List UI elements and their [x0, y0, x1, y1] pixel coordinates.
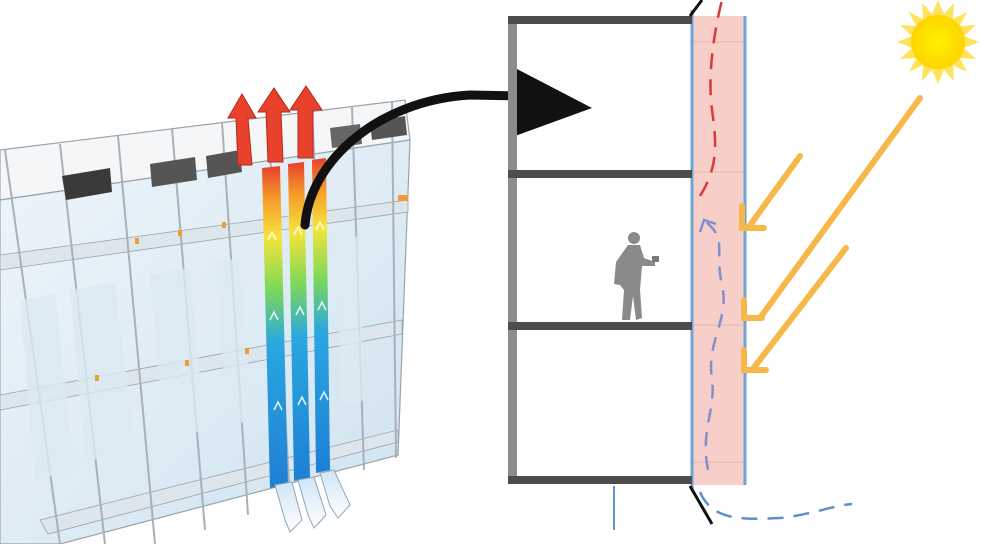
- intake-air-flow: [698, 491, 853, 521]
- exhaust-arrows: [227, 85, 323, 166]
- structural-column: [508, 16, 517, 484]
- exhaust-arrow-icon: [227, 93, 257, 166]
- curved-arrow-icon: [300, 68, 592, 230]
- floor-slab: [508, 170, 692, 178]
- solar-rays: [739, 95, 923, 373]
- facade-brackets: [95, 195, 408, 381]
- facade-vents: [62, 116, 407, 200]
- floor-slabs: [508, 16, 692, 484]
- floor-slab: [508, 16, 692, 24]
- facade-glass-panes: [20, 236, 364, 480]
- warm-air-flow: [698, 0, 724, 197]
- sun-icon: [897, 0, 979, 84]
- person-silhouette-icon: [614, 232, 659, 320]
- floor-slab: [508, 476, 692, 484]
- facade-section-airflow: [508, 0, 979, 530]
- intake-arrows: [274, 469, 351, 533]
- exhaust-arrow-icon: [289, 85, 323, 159]
- solar-ray: [745, 153, 803, 231]
- solar-ray: [749, 245, 849, 373]
- cool-air-flow: [704, 221, 725, 471]
- cool-air-arrowhead: [698, 218, 717, 233]
- floor-slab: [508, 322, 692, 330]
- cavity-airflow: [262, 158, 330, 488]
- exhaust-arrow-icon: [257, 87, 291, 163]
- double-skin-facade-3d: [0, 85, 411, 544]
- vent-flaps: [688, 0, 714, 525]
- solar-ray: [757, 95, 923, 321]
- cavity-fill: [692, 16, 744, 485]
